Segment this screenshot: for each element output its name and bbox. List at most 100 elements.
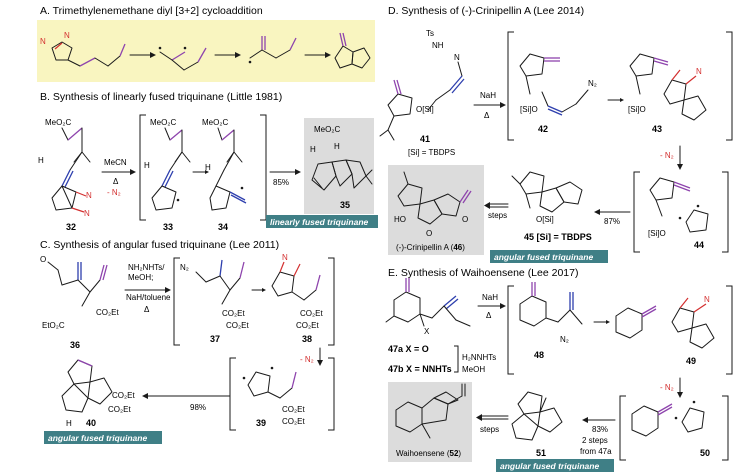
cond-c3: NaH/toluene xyxy=(126,293,171,302)
tag-angular-e-text: angular fused triquinane xyxy=(500,461,599,471)
compound-34-label: 34 xyxy=(218,222,228,232)
bracket-right-c xyxy=(328,257,335,346)
compound-45: O[Si] 45 [Si] = TBDPS xyxy=(511,171,592,242)
product-46-background xyxy=(388,165,484,255)
cond-delta-b: Δ xyxy=(113,177,119,186)
crinipellin-number: 46 xyxy=(453,243,462,252)
co2et-36: CO₂Et xyxy=(96,308,119,317)
reagent-meoh: MeOH xyxy=(462,365,485,374)
compound-32: MeO₂C H N N 32 xyxy=(38,118,92,232)
compound-37: N₂ CO₂Et CO₂Et 37 xyxy=(180,259,249,344)
cond-minus-n2-b: - N₂ xyxy=(107,188,121,197)
n-atom-2: N xyxy=(64,31,70,40)
sio-43: [Si]O xyxy=(628,105,646,114)
cond-delta-e: Δ xyxy=(486,311,492,320)
sio-42: [Si]O xyxy=(520,105,538,114)
bracket-right-39 xyxy=(328,357,335,431)
bicyclic-product-a xyxy=(334,32,371,69)
co2et-38b: CO₂Et xyxy=(296,321,319,330)
cond-nah-e: NaH xyxy=(482,293,498,302)
section-d: D. Synthesis of (-)-Crinipellin A (Lee 2… xyxy=(379,5,733,263)
n2-42: N₂ xyxy=(588,79,597,88)
minus-n2-c: - N₂ xyxy=(300,355,314,364)
section-e: E. Synthesis of Waihoensene (Lee 2017) X… xyxy=(385,267,733,472)
compound-40-label: 40 xyxy=(86,418,96,428)
compound-34: MeO₂C H 34 xyxy=(202,118,247,232)
section-a-background xyxy=(37,20,375,82)
diyl-open xyxy=(158,46,207,71)
compound-52: Waihoensene (52) xyxy=(395,383,466,458)
compound-35: MeO₂C H H 35 xyxy=(310,125,373,210)
steps-note-1: 2 steps xyxy=(582,436,608,445)
compound-39-label: 39 xyxy=(256,418,266,428)
bracket-right-44 xyxy=(722,171,729,253)
n-atom-43: N xyxy=(696,67,702,76)
co2et-40b: CO₂Et xyxy=(108,405,131,414)
oxygen-36: O xyxy=(40,255,46,264)
h-atom-40: H xyxy=(66,419,72,428)
etester-36: EtO₂C xyxy=(42,321,65,330)
yield-e: 83% xyxy=(592,425,608,434)
sio-44: [Si]O xyxy=(648,229,666,238)
ester-34: MeO₂C xyxy=(202,118,228,127)
co2et-40a: CO₂Et xyxy=(112,391,135,400)
compound-49-label: 49 xyxy=(686,356,696,366)
cond-c1: NH₂NHTs/ xyxy=(128,263,165,272)
h-atom-35a: H xyxy=(310,145,316,154)
cond-delta-d: Δ xyxy=(484,111,490,120)
si-definition: [Si] = TBDPS xyxy=(408,148,455,157)
compound-50: 50 xyxy=(631,400,710,458)
compound-49: N 49 xyxy=(615,295,715,366)
compound-36-label: 36 xyxy=(70,340,80,350)
n-41: N xyxy=(454,53,460,62)
n-atom-38: N xyxy=(282,253,288,262)
steps-note-2: from 47a xyxy=(580,447,612,456)
bracket-left-d xyxy=(507,31,514,141)
product-35-background xyxy=(304,118,374,214)
tag-angular-c-text: angular fused triquinane xyxy=(48,433,147,443)
compound-41-label: 41 xyxy=(420,134,430,144)
pyrazoline-substrate: N N xyxy=(40,31,126,67)
bracket-right-d xyxy=(726,31,733,141)
ts-41: Ts xyxy=(426,29,434,38)
bracket-right-e xyxy=(726,285,733,375)
oxygen-46b: O xyxy=(426,229,432,238)
x-group-47: X xyxy=(424,327,430,336)
compound-41: Ts NH N O[Si] 41 [Si] = TBDPS xyxy=(379,29,465,157)
tag-angular-d-text: angular fused triquinane xyxy=(494,252,593,262)
compound-43-label: 43 xyxy=(652,124,662,134)
compound-38-label: 38 xyxy=(302,334,312,344)
n-atom-32b: N xyxy=(84,209,90,218)
compound-47: X 47a X = O 47b X = NNHTs H₂NNHTs MeOH xyxy=(385,278,496,374)
compound-39: CO₂Et CO₂Et 39 xyxy=(242,366,305,428)
reagent-h2nnhts: H₂NNHTs xyxy=(462,353,496,362)
compound-33: MeO₂C H 33 xyxy=(144,118,191,232)
crinipellin-close: ) xyxy=(462,243,465,252)
section-e-title: E. Synthesis of Waihoensene (Lee 2017) xyxy=(388,267,578,279)
waihoensene-close: ) xyxy=(458,449,461,458)
compound-44-label: 44 xyxy=(694,240,704,250)
section-b-title: B. Synthesis of linearly fused triquinan… xyxy=(40,91,282,103)
cond-nah-d: NaH xyxy=(480,91,496,100)
compound-51-label: 51 xyxy=(536,448,546,458)
crinipellin-name-text: (-)-Crinipellin A ( xyxy=(396,243,454,252)
section-c: C. Synthesis of angular fused triquinane… xyxy=(40,239,335,444)
tag-linear-text: linearly fused triquinane xyxy=(270,217,369,227)
waihoensene-name-text: Waihoensene ( xyxy=(396,449,450,458)
ester-32: MeO₂C xyxy=(45,118,71,127)
yield-d: 87% xyxy=(604,217,620,226)
yield-b: 85% xyxy=(273,178,289,187)
compound-40: H CO₂Et CO₂Et 40 xyxy=(61,359,135,428)
ester-35: MeO₂C xyxy=(314,125,340,134)
crinipellin-name: (-)-Crinipellin A (46) xyxy=(396,243,465,252)
compound-47a-label: 47a X = O xyxy=(388,344,429,354)
minus-n2-d: - N₂ xyxy=(660,151,674,160)
h-atom-35b: H xyxy=(334,142,340,151)
bracket-right-50 xyxy=(722,395,729,461)
yield-c: 98% xyxy=(190,403,206,412)
tag-linear-background xyxy=(266,215,378,228)
compound-45-label: 45 [Si] = TBDPS xyxy=(524,232,592,242)
steps-e: steps xyxy=(480,425,499,434)
compound-48-label: 48 xyxy=(534,350,544,360)
